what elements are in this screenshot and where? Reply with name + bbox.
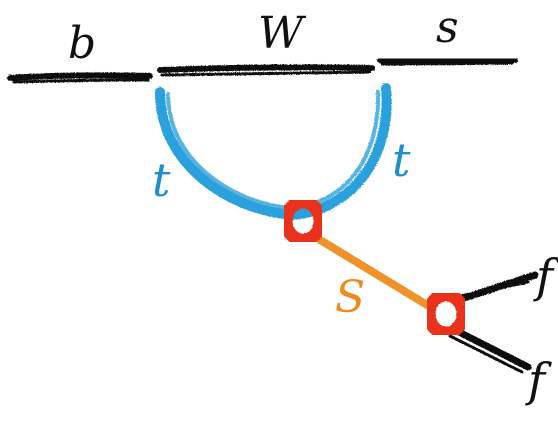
top-lines bbox=[7, 56, 518, 84]
line-W bbox=[157, 64, 375, 73]
label-S: S bbox=[335, 272, 365, 323]
label-t-left: t bbox=[152, 153, 171, 207]
s-propagator bbox=[308, 231, 436, 312]
line-f-lower bbox=[451, 326, 532, 371]
label-s-top: s bbox=[436, 2, 459, 53]
label-b: b bbox=[68, 18, 96, 69]
f-lines bbox=[448, 271, 539, 374]
vertex-lower bbox=[422, 288, 470, 340]
vertex-upper bbox=[279, 195, 327, 247]
line-b bbox=[7, 72, 153, 81]
label-f-lower: f bbox=[525, 353, 552, 407]
label-t-right: t bbox=[392, 133, 411, 187]
label-W: W bbox=[258, 8, 307, 59]
label-f-upper: f bbox=[533, 249, 558, 303]
t-propagator bbox=[155, 83, 392, 221]
